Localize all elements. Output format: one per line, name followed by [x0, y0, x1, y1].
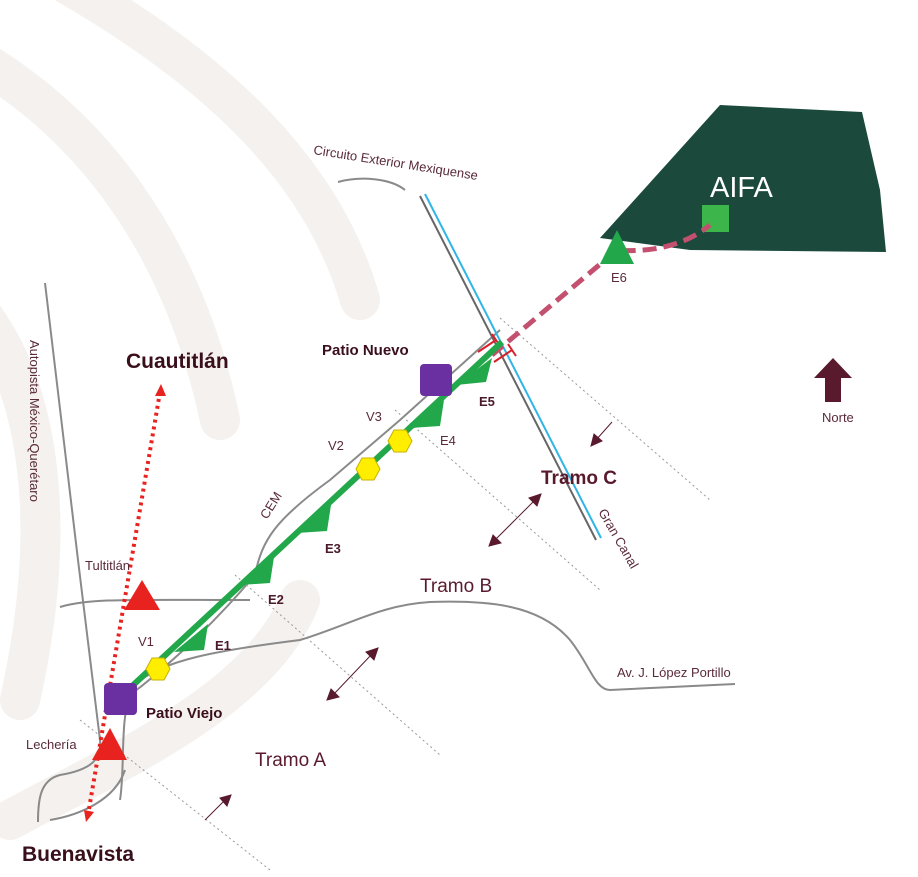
north-label: Norte: [822, 410, 854, 425]
viaducts: [145, 429, 413, 681]
tultitlan-label: Tultitlán: [85, 558, 130, 573]
lecheria-label: Lechería: [26, 737, 77, 752]
lopez-portillo-road: [134, 600, 736, 692]
viaduct-v2-icon: [355, 457, 381, 481]
station-e1-label: E1: [215, 638, 231, 653]
arrow-to-buenavista-icon: [84, 810, 94, 822]
viaduct-v1-label: V1: [138, 634, 154, 649]
viaduct-v3-label: V3: [366, 409, 382, 424]
station-e4-icon: [410, 400, 444, 428]
circuito-road: [337, 177, 406, 191]
tramo-b-label: Tramo B: [420, 576, 492, 597]
tramo-c-label: Tramo C: [541, 468, 617, 489]
suburbano-line: [86, 391, 162, 816]
tultitlan-station-icon: [124, 580, 160, 610]
stations: [174, 230, 634, 652]
station-e5-icon: [456, 358, 492, 385]
buenavista-road: [49, 769, 126, 821]
arrow-to-cuautitlan-icon: [155, 384, 166, 396]
station-e2-label: E2: [268, 592, 284, 607]
station-e3-icon: [297, 505, 331, 533]
main-line: [127, 339, 505, 691]
cuautitlan-label: Cuautitlán: [126, 350, 229, 373]
cem-label: CEM: [257, 489, 285, 521]
station-e4-label: E4: [440, 433, 456, 448]
tramo-dividers: [79, 317, 711, 871]
patio-viejo-label: Patio Viejo: [146, 705, 222, 722]
gran-canal: [419, 193, 602, 541]
station-e2-icon: [240, 557, 274, 585]
patio-nuevo-icon: [420, 364, 452, 396]
autopista-label: Autopista México-Querétaro: [27, 340, 42, 502]
station-e6-icon: [600, 230, 634, 264]
aifa-area: [600, 105, 886, 252]
background-pattern: [0, 0, 380, 840]
viaduct-v3-icon: [387, 429, 413, 453]
extension-line: [490, 223, 712, 357]
circuito-label: Circuito Exterior Mexiquense: [313, 142, 479, 183]
tultitlan-road: [59, 598, 251, 608]
aifa-label: AIFA: [710, 172, 774, 204]
lecheria-station-icon: [92, 728, 127, 760]
station-e5-label: E5: [479, 394, 495, 409]
station-e6-label: E6: [611, 270, 627, 285]
tramo-a-label: Tramo A: [255, 750, 326, 771]
station-e3-label: E3: [325, 541, 341, 556]
viaduct-v2-label: V2: [328, 438, 344, 453]
north-arrow-icon: [814, 358, 852, 402]
buenavista-label: Buenavista: [22, 843, 134, 866]
tramo-arrows: [204, 421, 613, 821]
patio-nuevo-label: Patio Nuevo: [322, 342, 409, 359]
gran-canal-label: Gran Canal: [595, 506, 641, 571]
lopez-portillo-label: Av. J. López Portillo: [617, 665, 731, 680]
patio-viejo-icon: [104, 683, 137, 715]
station-e1-icon: [174, 624, 208, 652]
viaduct-v1-icon: [145, 657, 171, 681]
